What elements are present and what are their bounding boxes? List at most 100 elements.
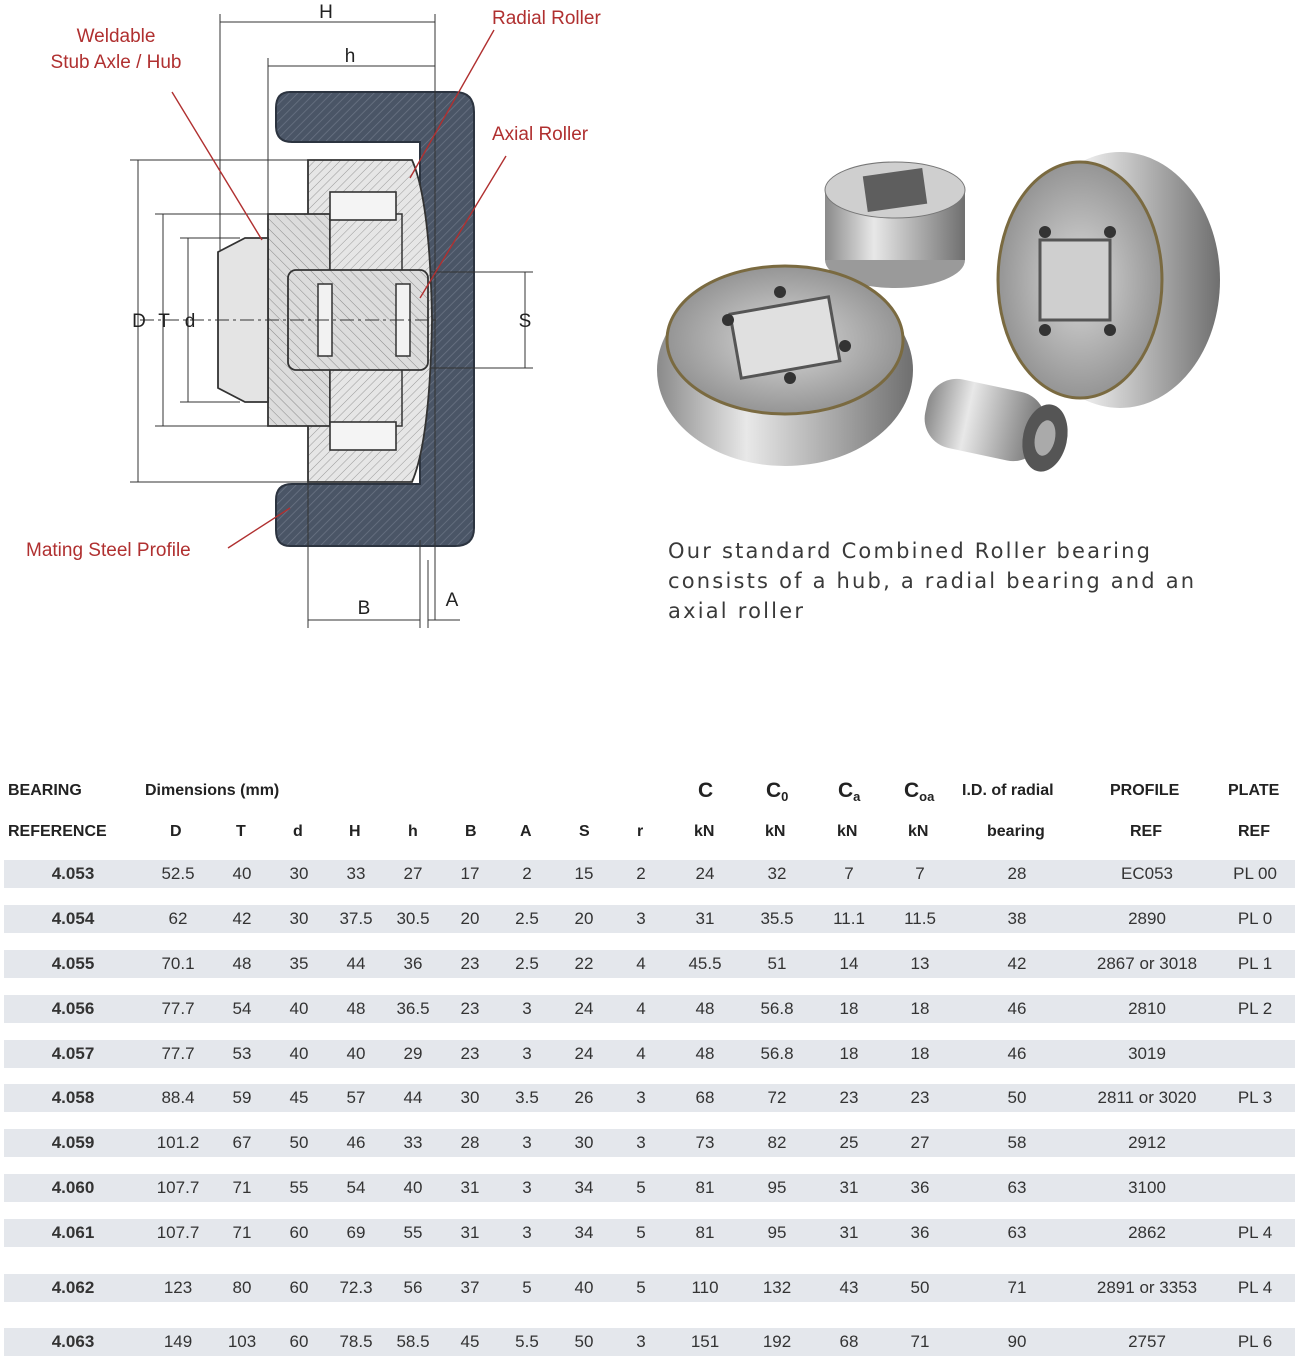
cell-C0: 95	[767, 1178, 787, 1197]
cell-A: 3	[522, 1178, 532, 1197]
cell-plate-ref: PL 00	[1233, 864, 1277, 883]
bearing-spec-table: BEARING Dimensions (mm) C C0 Ca Coa I.D.…	[0, 770, 1298, 1356]
header-dimensions: Dimensions (mm)	[145, 782, 280, 799]
cell-C0: 35.5	[760, 909, 794, 928]
cell-B: 31	[460, 1178, 480, 1197]
cell-reference: 4.062	[51, 1278, 95, 1297]
cell-B: 23	[460, 954, 480, 973]
cell-r: 3	[636, 1088, 646, 1107]
cell-Ca: 23	[839, 1088, 859, 1107]
cell-H: 48	[346, 999, 366, 1018]
cell-h: 36.5	[396, 999, 430, 1018]
product-caption: Our standard Combined Roller bearing con…	[668, 539, 1197, 623]
cell-C0: 51	[767, 954, 787, 973]
cell-D: 107.7	[156, 1178, 200, 1197]
header-col-C0-unit: kN	[765, 823, 786, 840]
cell-d: 60	[289, 1332, 309, 1351]
cell-Ca: 68	[839, 1332, 859, 1351]
cell-h: 27	[403, 864, 423, 883]
cell-A: 3	[522, 1223, 532, 1242]
cell-H: 54	[346, 1178, 366, 1197]
cell-D: 62	[168, 909, 188, 928]
header-bearing: BEARING	[8, 782, 82, 799]
cell-Coa: 36	[910, 1223, 930, 1242]
cell-H: 46	[346, 1133, 366, 1152]
cell-Coa: 13	[910, 954, 930, 973]
cell-C: 68	[695, 1088, 715, 1107]
cell-reference: 4.059	[51, 1133, 95, 1152]
cell-C: 48	[695, 1044, 715, 1063]
cell-r: 4	[636, 999, 646, 1018]
header-col-T: T	[236, 823, 246, 840]
cell-Coa: 71	[910, 1332, 930, 1351]
cell-id-radial: 58	[1007, 1133, 1027, 1152]
cell-D: 101.2	[156, 1133, 200, 1152]
cell-profile-ref: 2890	[1128, 909, 1166, 928]
cell-S: 30	[574, 1133, 594, 1152]
header-C0: C0	[766, 779, 789, 804]
cell-profile-ref: 2757	[1128, 1332, 1166, 1351]
cell-Ca: 14	[839, 954, 859, 973]
cell-S: 40	[574, 1278, 594, 1297]
cell-A: 5	[522, 1278, 532, 1297]
cell-T: 103	[227, 1332, 257, 1351]
label-weldable-line1: Weldable	[77, 26, 156, 47]
bearing-wheel-left-image	[657, 264, 913, 466]
cell-profile-ref: 2811 or 3020	[1097, 1088, 1197, 1107]
cell-r: 5	[636, 1178, 646, 1197]
cell-plate-ref: PL 1	[1237, 954, 1273, 973]
cell-Ca: 43	[839, 1278, 859, 1297]
cell-B: 37	[460, 1278, 480, 1297]
cell-C: 48	[695, 999, 715, 1018]
cell-reference: 4.055	[51, 954, 95, 973]
cell-D: 77.7	[161, 1044, 195, 1063]
cell-r: 3	[636, 1332, 646, 1351]
cell-H: 78.5	[339, 1332, 373, 1351]
cell-Coa: 27	[910, 1133, 930, 1152]
cell-Ca: 18	[839, 1044, 859, 1063]
cell-T: 59	[232, 1088, 252, 1107]
cell-T: 48	[232, 954, 252, 973]
cell-B: 31	[460, 1223, 480, 1242]
cell-d: 30	[289, 909, 309, 928]
cell-S: 15	[574, 864, 594, 883]
cell-r: 2	[636, 864, 646, 883]
cell-d: 35	[289, 954, 309, 973]
cell-H: 69	[346, 1223, 366, 1242]
cell-H: 72.3	[339, 1278, 373, 1297]
cell-r: 5	[636, 1278, 646, 1297]
cell-h: 56	[403, 1278, 423, 1297]
cell-d: 55	[289, 1178, 309, 1197]
cell-h: 58.5	[396, 1332, 430, 1351]
cell-S: 20	[574, 909, 594, 928]
header-profile: PROFILE	[1110, 782, 1180, 799]
cell-id-radial: 42	[1007, 954, 1027, 973]
cell-id-radial: 63	[1007, 1178, 1027, 1197]
cell-S: 24	[574, 999, 594, 1018]
cell-S: 24	[574, 1044, 594, 1063]
header-Ca: Ca	[838, 779, 861, 804]
label-mating-steel-profile: Mating Steel Profile	[26, 540, 191, 561]
label-radial-roller: Radial Roller	[492, 8, 601, 29]
cell-id-radial: 46	[1007, 999, 1027, 1018]
cell-Coa: 36	[910, 1178, 930, 1197]
cell-C0: 192	[762, 1332, 792, 1351]
cell-C: 24	[695, 864, 715, 883]
label-weldable-line2: Stub Axle / Hub	[51, 52, 182, 73]
cell-A: 3.5	[515, 1088, 539, 1107]
cell-S: 50	[574, 1332, 594, 1351]
cell-plate-ref: PL 4	[1237, 1223, 1273, 1242]
cell-r: 3	[636, 1133, 646, 1152]
dim-T: T	[158, 311, 170, 332]
cell-D: 123	[163, 1278, 193, 1297]
cell-B: 30	[460, 1088, 480, 1107]
cell-profile-ref: 2867 or 3018	[1096, 954, 1198, 973]
cell-reference: 4.056	[51, 999, 95, 1018]
